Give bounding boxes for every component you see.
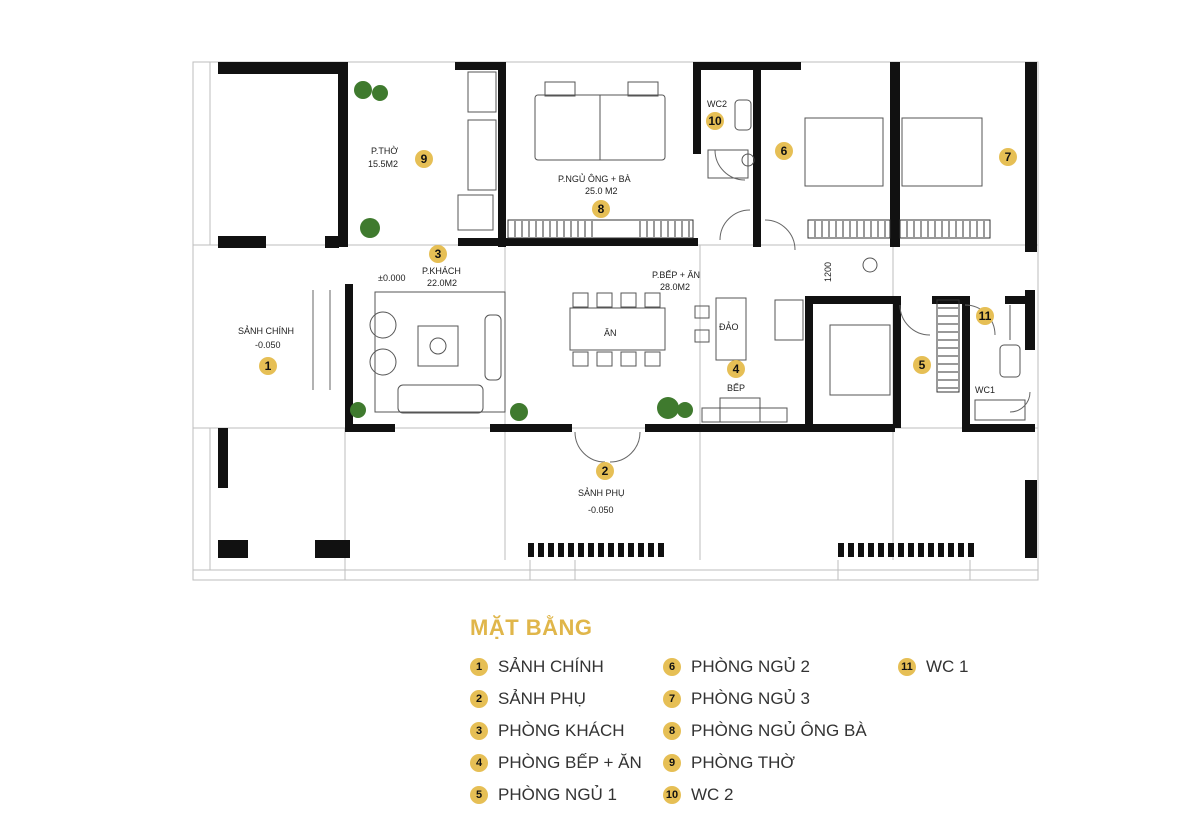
label-p-tho: P.THỜ (371, 146, 398, 156)
legend-item: 5 PHÒNG NGỦ 1 (470, 783, 617, 807)
legend-item: 6 PHÒNG NGỦ 2 (663, 655, 810, 679)
svg-text:5: 5 (919, 358, 926, 372)
sub-p-tho: 15.5M2 (368, 159, 398, 169)
legend-item: 11 WC 1 (898, 655, 969, 679)
bed-pn1 (829, 324, 891, 396)
legend-item: 2 SẢNH PHỤ (470, 687, 586, 711)
badge-10: 10 (706, 112, 724, 130)
badge-5: 5 (913, 356, 931, 374)
sub-sanh-chinh: -0.050 (255, 340, 281, 350)
legend-label: PHÒNG BẾP + ĂN (498, 753, 642, 772)
legend-badge: 7 (663, 690, 681, 708)
label-level: ±0.000 (378, 273, 405, 283)
label-pn-ong-ba: P.NGỦ ÔNG + BÀ (558, 173, 631, 184)
legend-badge: 6 (663, 658, 681, 676)
outline-lines (192, 61, 1039, 581)
label-bep: BẾP (727, 383, 745, 393)
svg-text:7: 7 (1005, 150, 1012, 164)
svg-text:4: 4 (733, 362, 740, 376)
legend-badge: 5 (470, 786, 488, 804)
legend-item: 9 PHÒNG THỜ (663, 751, 795, 775)
svg-text:6: 6 (781, 144, 788, 158)
legend-badge: 10 (663, 786, 681, 804)
legend-label: WC 2 (691, 785, 734, 804)
legend-badge: 1 (470, 658, 488, 676)
legend-badge: 8 (663, 722, 681, 740)
label-wc1: WC1 (975, 385, 995, 395)
sub-pn-ong-ba: 25.0 M2 (585, 186, 618, 196)
label-dao: ĐẢO (719, 321, 739, 332)
legend-item: 3 PHÒNG KHÁCH (470, 719, 625, 743)
badge-8: 8 (592, 200, 610, 218)
plants (350, 81, 693, 421)
label-sanh-phu: SẢNH PHỤ (578, 487, 625, 498)
label-an: ĂN (604, 328, 617, 338)
legend-badge: 2 (470, 690, 488, 708)
legend-item: 1 SẢNH CHÍNH (470, 655, 604, 679)
svg-text:3: 3 (435, 247, 442, 261)
furniture (369, 71, 1026, 423)
wardrobe-hatches (514, 221, 985, 389)
label-bep-an: P.BẾP + ĂN (652, 270, 700, 280)
doors (312, 149, 1031, 463)
legend-label: SẢNH PHỤ (498, 689, 586, 708)
room-badges: 1 2 3 4 5 6 7 8 9 10 11 (259, 112, 1017, 480)
legend-label: PHÒNG NGỦ ÔNG BÀ (691, 721, 867, 740)
windows (528, 543, 974, 557)
label-p-khach: P.KHÁCH (422, 266, 461, 276)
legend: MẶT BẰNG 1 SẢNH CHÍNH 2 SẢNH PHỤ 3 PHÒNG KH… (470, 615, 1030, 830)
badge-9: 9 (415, 150, 433, 168)
badge-3: 3 (429, 245, 447, 263)
legend-label: PHÒNG NGỦ 1 (498, 785, 618, 804)
legend-label: SẢNH CHÍNH (498, 657, 604, 676)
legend-title: MẶT BẰNG (470, 615, 593, 640)
badge-1: 1 (259, 357, 277, 375)
label-dim: 1200 (823, 262, 833, 282)
svg-text:8: 8 (598, 202, 605, 216)
floor-plan: SẢNH CHÍNH -0.050 SẢNH PHỤ -0.050 P.KHÁC… (192, 61, 1039, 581)
svg-text:2: 2 (602, 464, 609, 478)
badge-2: 2 (596, 462, 614, 480)
legend-label: WC 1 (926, 657, 969, 676)
label-sanh-chinh: SẢNH CHÍNH (238, 325, 294, 336)
legend-label: PHÒNG THỜ (691, 753, 795, 772)
sub-sanh-phu: -0.050 (588, 505, 614, 515)
legend-badge: 11 (898, 658, 916, 676)
svg-text:10: 10 (708, 114, 722, 128)
legend-label: PHÒNG NGỦ 3 (691, 689, 811, 708)
label-bep-an-area: 28.0M2 (660, 282, 690, 292)
badge-11: 11 (976, 307, 994, 325)
badge-6: 6 (775, 142, 793, 160)
sub-p-khach: 22.0M2 (427, 278, 457, 288)
label-wc2: WC2 (707, 99, 727, 109)
legend-badge: 4 (470, 754, 488, 772)
legend-item: 7 PHÒNG NGỦ 3 (663, 687, 810, 711)
legend-label: PHÒNG NGỦ 2 (691, 657, 811, 676)
room-labels: SẢNH CHÍNH -0.050 SẢNH PHỤ -0.050 P.KHÁC… (238, 99, 995, 515)
svg-text:9: 9 (421, 152, 428, 166)
legend-item: 4 PHÒNG BẾP + ĂN (470, 751, 642, 775)
legend-item: 10 WC 2 (663, 783, 734, 807)
legend-item: 8 PHÒNG NGỦ ÔNG BÀ (663, 719, 867, 743)
walls (218, 62, 1037, 558)
bed-pn2 (804, 117, 884, 187)
legend-badge: 9 (663, 754, 681, 772)
legend-badge: 3 (470, 722, 488, 740)
badge-4: 4 (727, 360, 745, 378)
bed-pn3 (901, 117, 983, 187)
wardrobes (507, 219, 991, 393)
dining-table (569, 307, 666, 351)
svg-text:1: 1 (265, 359, 272, 373)
kitchen-island (715, 297, 747, 361)
svg-text:11: 11 (979, 309, 992, 323)
legend-label: PHÒNG KHÁCH (498, 721, 625, 740)
badge-7: 7 (999, 148, 1017, 166)
